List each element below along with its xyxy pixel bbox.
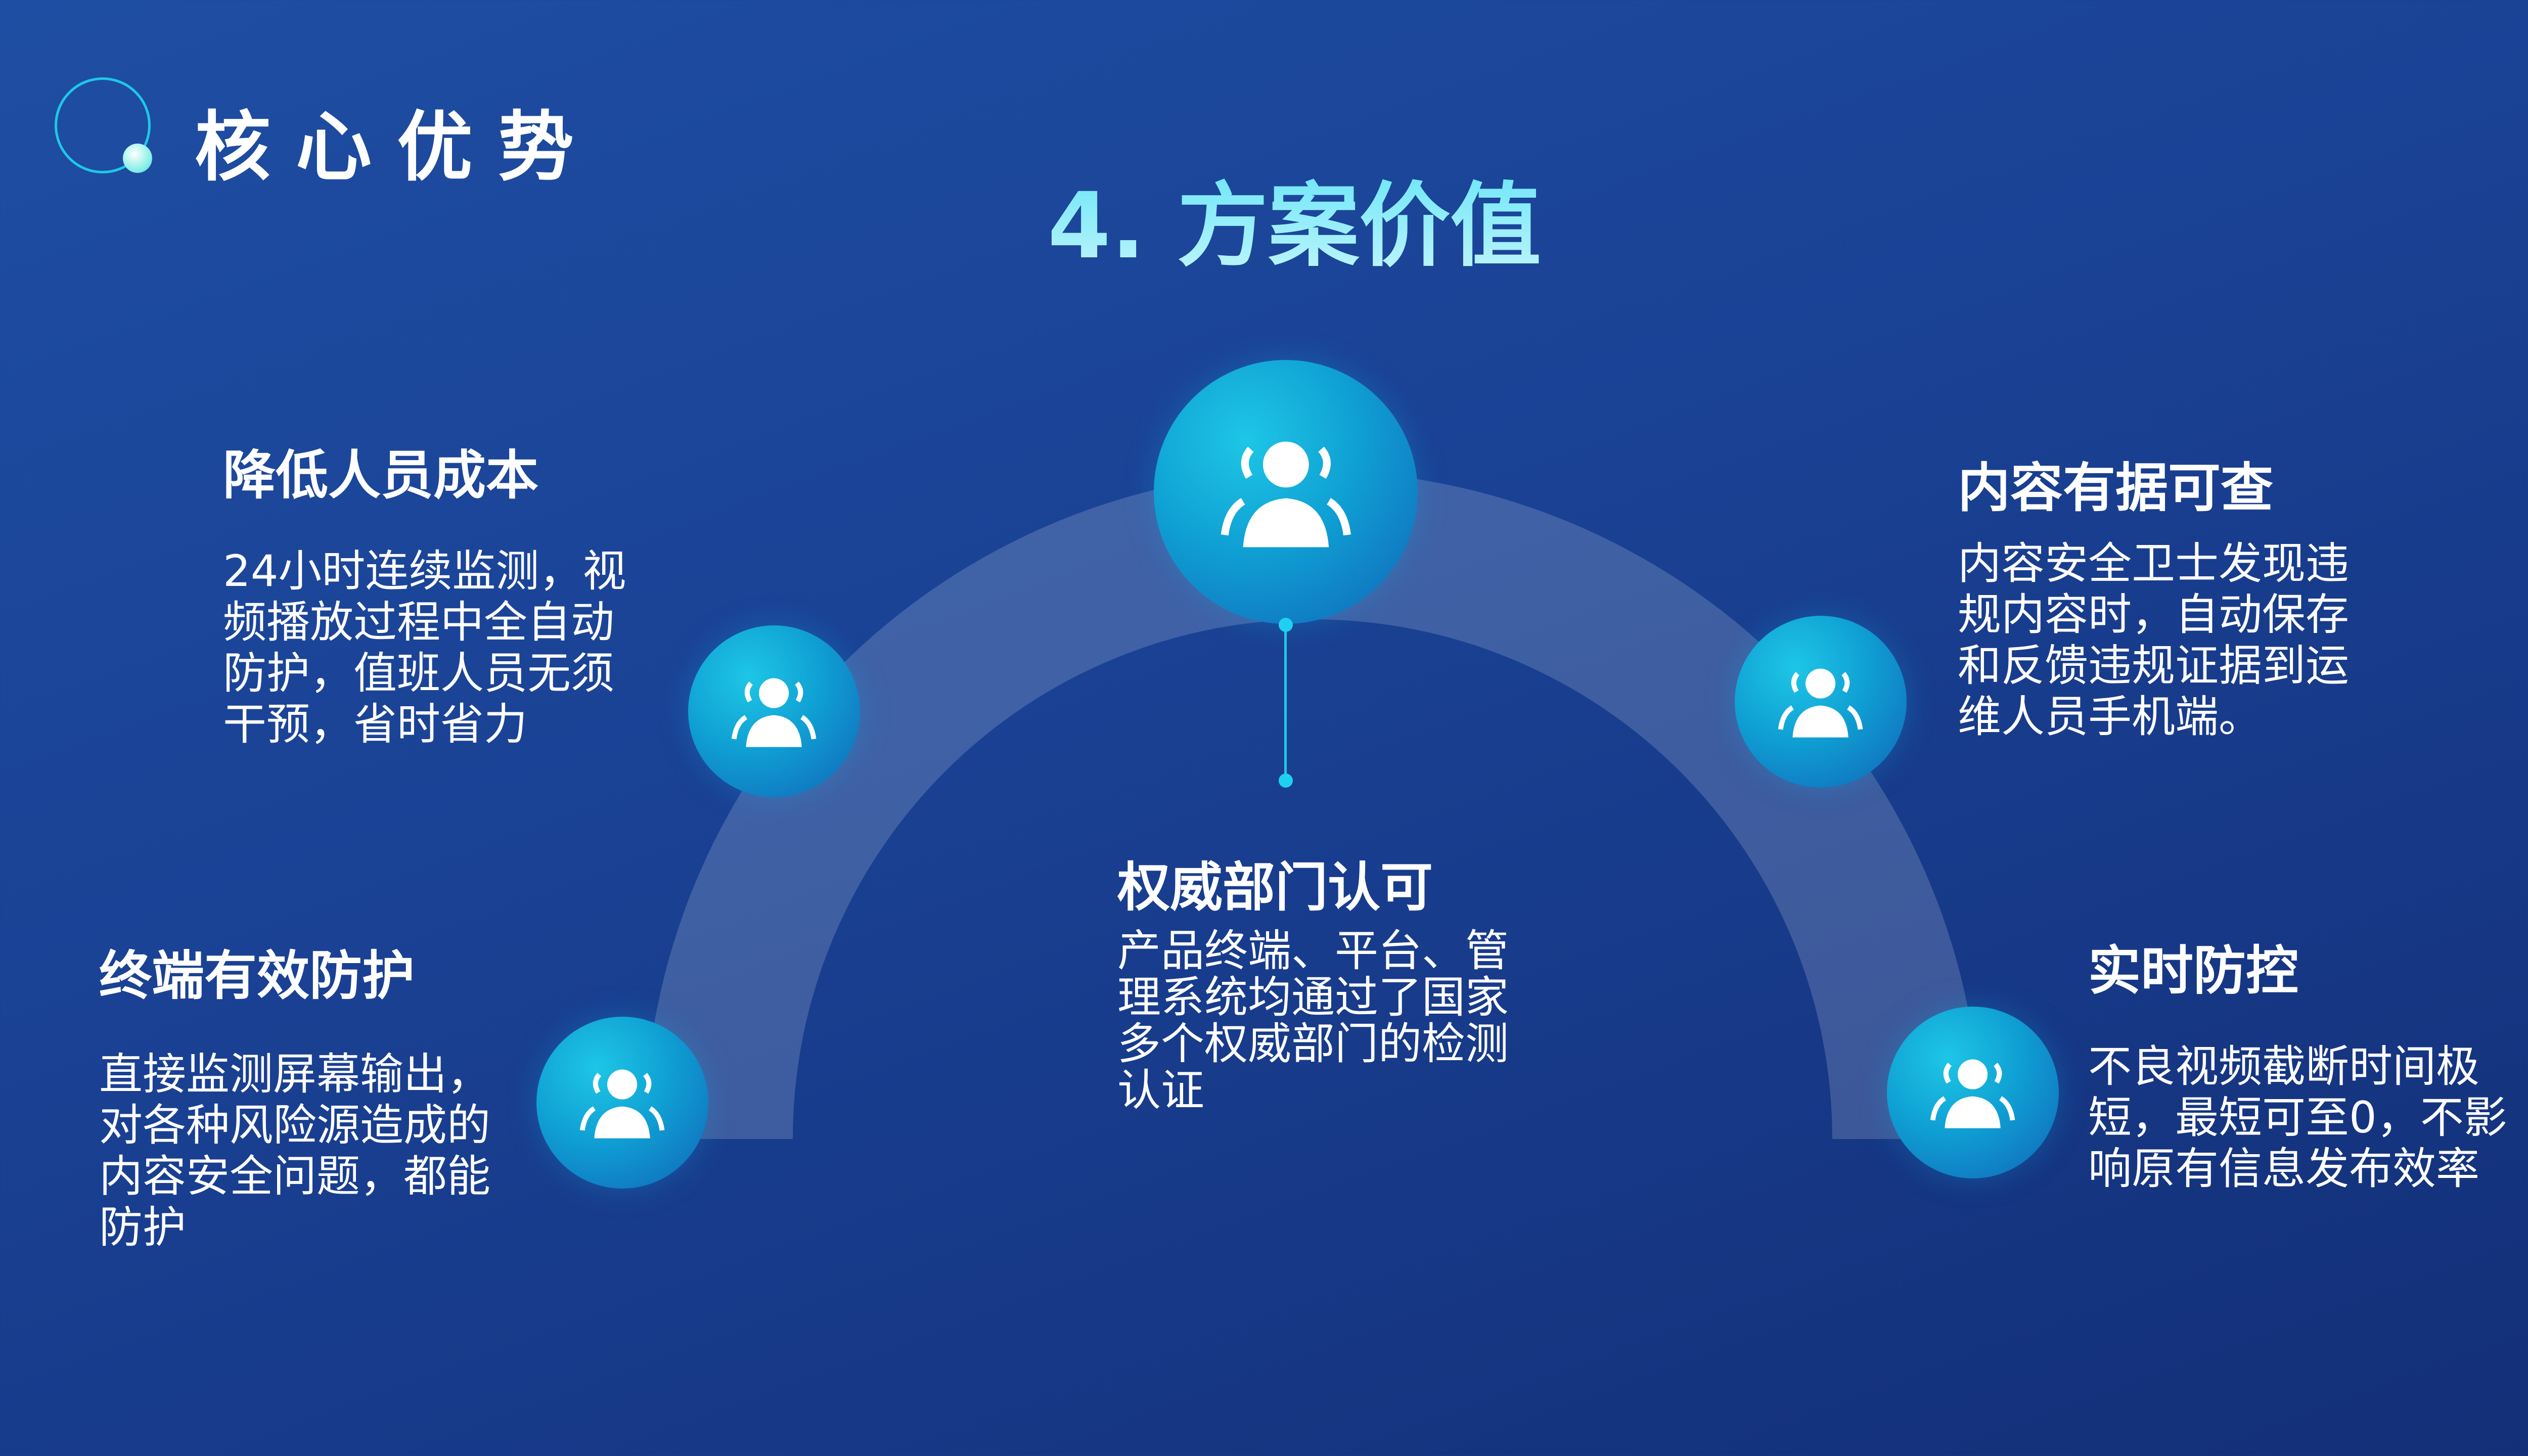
feature-2-users-icon (536, 1017, 708, 1189)
feature-2-body: 直接监测屏幕输出，对各种风险源造成的内容安全问题，都能防护 (99, 1049, 490, 1253)
feature-4-users-icon (1887, 1007, 2059, 1178)
center-users-icon (1154, 360, 1418, 624)
connector-dot-bottom (1279, 774, 1293, 788)
feature-2-title: 终端有效防护 (99, 945, 415, 1007)
feature-1-users-icon (688, 625, 860, 797)
feature-3-body: 内容安全卫士发现违规内容时，自动保存和反馈违规证据到运维人员手机端。 (1958, 538, 2349, 742)
feature-4-body: 不良视频截断时间极短，最短可至0，不影响原有信息发布效率 (2088, 1041, 2507, 1194)
page-title: 4. 方案价值 (1048, 152, 1541, 284)
feature-3-title: 内容有据可查 (1958, 457, 2274, 519)
connector-line (1284, 625, 1287, 781)
logo-ring-icon (55, 77, 151, 173)
feature-1-body: 24小时连续监测，视频播放过程中全自动防护，值班人员无须干预，省时省力 (223, 546, 626, 750)
feature-4-title: 实时防控 (2088, 940, 2299, 1002)
logo-dot-icon (123, 144, 152, 173)
section-title: 核心优势 (195, 104, 600, 192)
center-body: 产品终端、平台、管理系统均通过了国家多个权威部门的检测认证 (1117, 926, 1509, 1116)
connector-dot-top (1279, 618, 1293, 632)
feature-1-title: 降低人员成本 (223, 444, 539, 506)
center-title: 权威部门认可 (1117, 856, 1433, 918)
feature-3-users-icon (1735, 616, 1907, 788)
